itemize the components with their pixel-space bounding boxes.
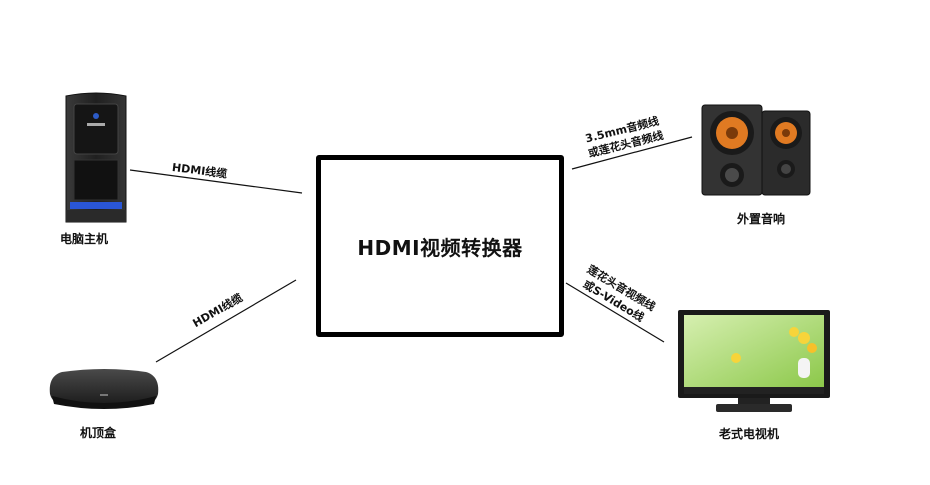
tv-label: 老式电视机 (719, 427, 780, 441)
speakers-label: 外置音响 (737, 212, 786, 226)
converter-box: HDMI视频转换器 (316, 155, 564, 337)
desktop-tower-icon (60, 92, 132, 226)
line-stb (155, 279, 297, 363)
stb-label: 机顶盒 (80, 426, 117, 440)
set-top-box-icon (48, 368, 160, 412)
television-icon (676, 308, 832, 414)
speakers-icon (700, 103, 814, 197)
line-tv (565, 282, 665, 343)
converter-label: HDMI视频转换器 (357, 235, 523, 260)
pc-label: 电脑主机 (60, 232, 109, 246)
line-pc (129, 169, 303, 194)
line-speakers (571, 136, 693, 170)
